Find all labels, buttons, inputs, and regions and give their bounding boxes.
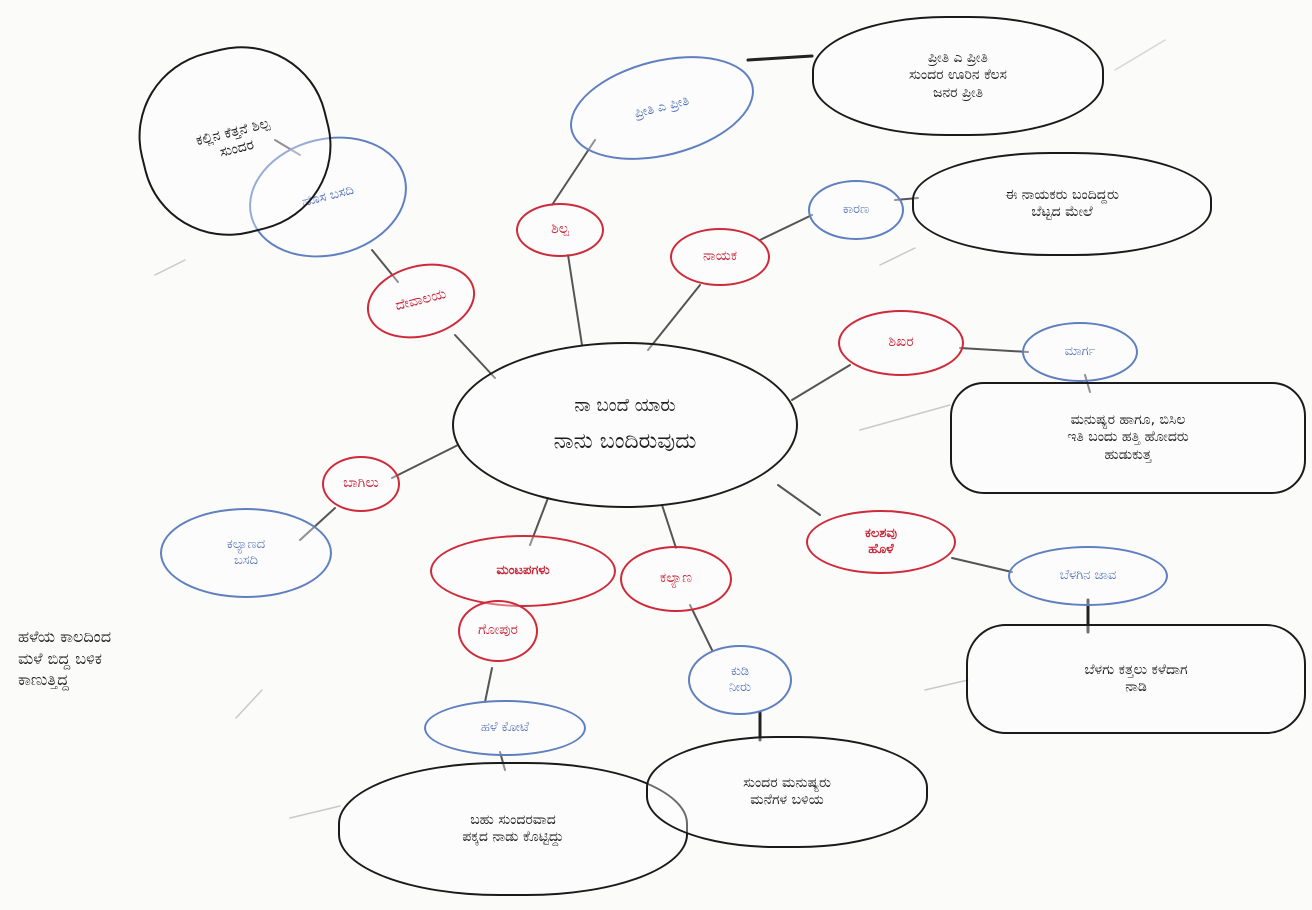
detail-text: ಮನುಷ್ಯರ ಹಾಗೂ, ಬಿಸಿಲ ಇತಿ ಬಂದು ಹತ್ತಿ ಹೋದರು… [1067, 411, 1189, 463]
link-topic-subtopic-bottom [689, 604, 713, 651]
topic-node-right: ಶಿಖರ [838, 310, 964, 376]
link-topic-subtopic-bottom-right [951, 557, 1013, 573]
central-topic-node: ನಾ ಬಂದೆ ಯಾರು ನಾನು ಬಂದಿರುವುದು [452, 342, 798, 508]
subtopic-label: ಕಲ್ಯಾಣದ ಬಸದಿ [226, 536, 266, 568]
subtopic-label: ಮಾರ್ಗ [1064, 343, 1096, 359]
topic-label: ಮಂಟಪಗಳು [496, 562, 550, 578]
detail-node-right: ಮನುಷ್ಯರ ಹಾಗೂ, ಬಿಸಿಲ ಇತಿ ಬಂದು ಹತ್ತಿ ಹೋದರು… [950, 382, 1306, 494]
guide-stroke-3 [924, 679, 969, 691]
link-topic-subtopic-right [959, 347, 1029, 353]
topic-node-top: ಶಿಲ್ಪ [516, 203, 604, 257]
topic-label: ಗೋಪುರ [478, 622, 518, 639]
detail-text-left: ಹಳೆಯ ಕಾಲದಿಂದ ಮಳೆ ಬಿದ್ದ ಬಳಿಕ ಕಾಣುತ್ತಿದ್ದ [18, 627, 112, 690]
subtopic-label: ಬೆಳಗಿನ ಜಾವ [1059, 567, 1117, 583]
topic-node-bottom-right: ಕಲಶವು ಹೊಳೆ [806, 510, 956, 574]
topic-label: ಬಾಗಿಲು [343, 475, 379, 492]
subtopic-node-bottom: ಕುಡಿ ನೀರು [688, 645, 792, 715]
detail-text: ಬಹು ಸುಂದರವಾದ ಪಕ್ಕದ ನಾಡು ಕೊಟ್ಟಿದ್ದು [462, 811, 564, 846]
link-subtopic-detail-top-left [274, 139, 301, 156]
topic-node-left: ಬಾಗಿಲು [322, 456, 400, 512]
topic-label: ಶಿಲ್ಪ [551, 221, 569, 238]
subtopic-label: ಪ್ರೀತಿ ಎ ಪ್ರೀತಿ [633, 93, 691, 122]
subtopic-label: ಕಾರಣ [842, 201, 870, 217]
detail-node-top: ಪ್ರೀತಿ ಎ ಪ್ರೀತಿ ಸುಂದರ ಊರಿನ ಕೆಲಸ ಜನರ ಪ್ರೀ… [812, 16, 1104, 136]
topic-label: ದೇವಾಲಯ [393, 286, 448, 315]
subtopic-node-top-right: ಕಾರಣ [808, 180, 904, 240]
detail-text: ಕಲ್ಲಿನ ಕೆತ್ತನೆ ಶಿಲ್ಪ ಸುಂದರ [194, 114, 272, 161]
subtopic-node-bottom-right: ಬೆಳಗಿನ ಜಾವ [1008, 546, 1168, 606]
link-subtopic-detail-top [746, 54, 814, 62]
subtopic-node-right: ಮಾರ್ಗ [1022, 322, 1138, 382]
link-center-top [567, 254, 583, 346]
detail-node-top-right: ಈ ನಾಯಕರು ಬಂದಿದ್ದರು ಬೆಟ್ಟದ ಮೇಲೆ [912, 152, 1212, 256]
subtopic-label: ಹಳೆ ಕೋಟೆ [480, 719, 530, 735]
detail-text: ಪ್ರೀತಿ ಎ ಪ್ರೀತಿ ಸುಂದರ ಊರಿನ ಕೆಲಸ ಜನರ ಪ್ರೀ… [909, 49, 1007, 101]
link-topic-subtopic-top-left [371, 249, 399, 283]
detail-text: ಈ ನಾಯಕರು ಬಂದಿದ್ದರು ಬೆಟ್ಟದ ಮೇಲೆ [1005, 186, 1119, 221]
link-topic-subtopic-bottom-left [484, 667, 493, 703]
topic-node-bottom: ಕಲ್ಯಾಣ [620, 546, 732, 612]
topic-label: ಶಿಖರ [888, 334, 914, 351]
topic-label: ಕಲ್ಯಾಣ [659, 570, 693, 587]
link-center-left [391, 444, 459, 479]
link-center-bottom [661, 504, 677, 549]
link-center-bottom-right [777, 484, 821, 516]
link-center-right [791, 364, 851, 401]
link-center-top-right [647, 284, 701, 351]
detail-text: ಸುಂದರ ಮನುಷ್ಯರು ಮನೆಗಳ ಬಳಿಯ [743, 774, 831, 809]
link-topic-subtopic-top-right [759, 214, 813, 241]
guide-stroke-4 [289, 805, 341, 819]
guide-stroke-5 [154, 259, 186, 276]
guide-stroke-2 [879, 247, 916, 266]
topic-node-bottom-left-2: ಗೋಪುರ [458, 600, 538, 662]
link-center-top-left [454, 334, 496, 379]
subtopic-label: ಕುಡಿ ನೀರು [729, 663, 751, 695]
detail-node-bottom-left: ಬಹು ಸುಂದರವಾದ ಪಕ್ಕದ ನಾಡು ಕೊಟ್ಟಿದ್ದು [338, 762, 688, 896]
detail-text: ಬೆಳಗು ಕತ್ತಲು ಕಳೆದಾಗ ನಾಡಿ [1084, 661, 1188, 696]
topic-label: ನಾಯಕ [702, 248, 738, 265]
central-topic-line-2: ನಾನು ಬಂದಿರುವುದು [553, 428, 697, 454]
detail-node-bottom-right: ಬೆಳಗು ಕತ್ತಲು ಕಳೆದಾಗ ನಾಡಿ [966, 624, 1306, 734]
subtopic-node-bottom-left: ಹಳೆ ಕೋಟೆ [424, 700, 586, 756]
detail-node-bottom: ಸುಂದರ ಮನುಷ್ಯರು ಮನೆಗಳ ಬಳಿಯ [646, 736, 928, 848]
guide-stroke-6 [1114, 39, 1166, 71]
guide-stroke-1 [859, 404, 951, 431]
guide-stroke-7 [235, 689, 263, 719]
central-topic-line-1: ನಾ ಬಂದೆ ಯಾರು [574, 395, 676, 416]
topic-node-top-right: ನಾಯಕ [670, 228, 770, 286]
link-topic-subtopic-top [551, 139, 596, 206]
topic-node-bottom-left: ಮಂಟಪಗಳು [430, 535, 616, 607]
topic-label: ಕಲಶವು ಹೊಳೆ [865, 525, 897, 557]
subtopic-node-left: ಕಲ್ಯಾಣದ ಬಸದಿ [160, 508, 332, 598]
